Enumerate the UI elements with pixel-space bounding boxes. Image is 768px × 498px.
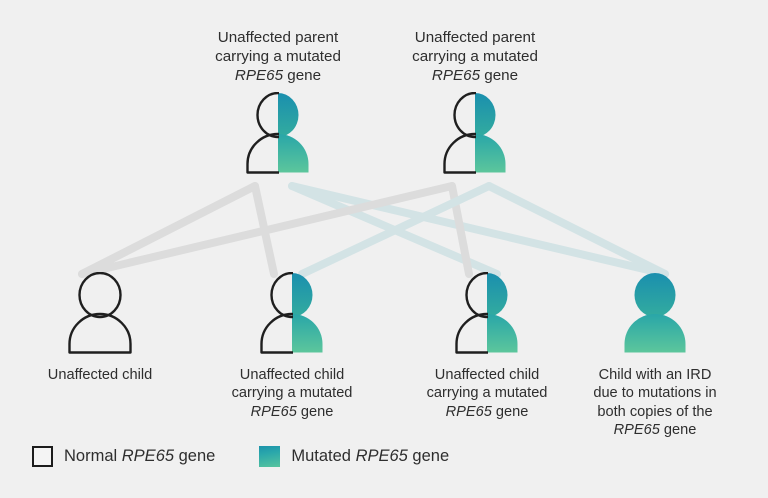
- person-icon-child-1: [68, 271, 132, 354]
- child-2-caption-gene: RPE65: [250, 403, 297, 420]
- child-1-caption: Unaffected child: [5, 366, 195, 384]
- child-3-caption-gene: RPE65: [445, 403, 492, 420]
- legend-0-suffix: gene: [174, 447, 216, 465]
- legend-item-normal: Normal RPE65 gene: [32, 446, 215, 467]
- person-icon-child-4: [624, 273, 686, 353]
- child-1-caption-line: Unaffected child: [47, 367, 153, 383]
- legend-1-gene: RPE65: [355, 447, 408, 465]
- child-figure-1: Unaffected child: [5, 271, 195, 384]
- connector-parent-left-mutated-to-child-4: [288, 182, 669, 278]
- child-3-caption-gene-tail: gene: [491, 403, 529, 420]
- person-icon-child-3: [455, 271, 518, 354]
- parent-1-icon-wrap: [243, 92, 313, 179]
- connector-parent-right-mutated-to-child-4: [485, 182, 669, 278]
- parent-2-caption-gene-tail: gene: [480, 67, 519, 85]
- child-2-icon-wrap: [257, 271, 327, 359]
- child-4-icon-wrap: [620, 272, 690, 359]
- child-4-caption-gene-tail: gene: [659, 422, 697, 439]
- child-3-caption-line: Unaffected child: [434, 367, 540, 383]
- child-4-caption-gene: RPE65: [613, 422, 660, 439]
- parent-2-caption-gene: RPE65: [431, 67, 481, 85]
- legend-0-gene: RPE65: [121, 447, 175, 465]
- child-4-caption-line: Child with an IRD: [598, 367, 712, 383]
- legend-item-mutated: Mutated RPE65 gene: [259, 446, 449, 467]
- child-4-caption-line: due to mutations in: [593, 385, 717, 402]
- person-icon-parent-2: [443, 92, 506, 175]
- child-3-caption-line: carrying a mutated: [426, 385, 548, 402]
- parent-1-caption-line: carrying a mutated: [215, 48, 341, 66]
- child-2-caption-gene-tail: gene: [296, 403, 334, 420]
- child-4-caption-line: both copies of the: [597, 403, 713, 420]
- child-2-caption-line: Unaffected child: [239, 367, 345, 383]
- connector-parent-left-normal-to-child-1: [78, 182, 259, 278]
- connector-parent-right-mutated-to-child-2: [298, 182, 493, 278]
- parent-2-caption-line: carrying a mutated: [412, 48, 538, 66]
- parent-1-caption-gene: RPE65: [234, 67, 284, 85]
- parent-2-caption-line: Unaffected parent: [414, 29, 536, 46]
- person-icon-child-2: [260, 271, 323, 354]
- parent-1-caption-line: Unaffected parent: [217, 29, 339, 46]
- legend-label-normal: Normal RPE65 gene: [64, 447, 215, 466]
- parent-1-caption-gene-tail: gene: [283, 67, 322, 85]
- person-icon-parent-1: [246, 92, 309, 175]
- connector-parent-right-normal-to-child-1: [78, 182, 456, 278]
- legend-label-mutated: Mutated RPE65 gene: [291, 447, 449, 466]
- legend-1-prefix: Mutated: [291, 447, 356, 465]
- mutated-gene-swatch: [259, 446, 281, 467]
- normal-gene-swatch: [32, 446, 53, 467]
- legend-1-suffix: gene: [407, 447, 450, 465]
- child-1-icon-wrap: [65, 271, 135, 359]
- child-3-icon-wrap: [452, 271, 522, 359]
- legend-0-prefix: Normal: [64, 447, 122, 465]
- parent-2-icon-wrap: [440, 92, 510, 179]
- child-2-caption-line: carrying a mutated: [231, 385, 353, 402]
